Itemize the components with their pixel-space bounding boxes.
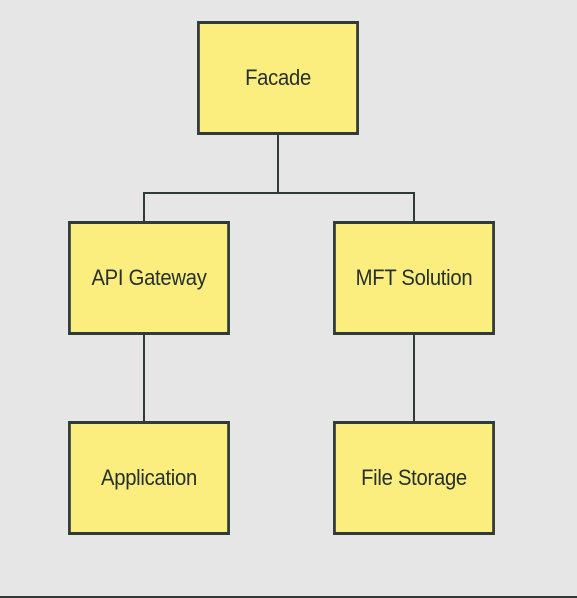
node-api-gateway-label: API Gateway xyxy=(91,265,207,290)
node-application-label: Application xyxy=(101,465,197,490)
node-api-gateway: API Gateway xyxy=(68,221,230,335)
node-facade-label: Facade xyxy=(245,65,311,90)
bottom-divider xyxy=(0,596,577,598)
node-facade: Facade xyxy=(197,21,359,135)
node-application: Application xyxy=(68,421,230,535)
connector-facade-to-mft-solution xyxy=(278,192,415,221)
node-mft-solution-label: MFT Solution xyxy=(355,265,473,290)
node-file-storage-label: File Storage xyxy=(361,465,467,490)
node-mft-solution: MFT Solution xyxy=(333,221,495,335)
node-file-storage: File Storage xyxy=(333,421,495,535)
connector-facade-to-api-gateway xyxy=(143,135,279,221)
